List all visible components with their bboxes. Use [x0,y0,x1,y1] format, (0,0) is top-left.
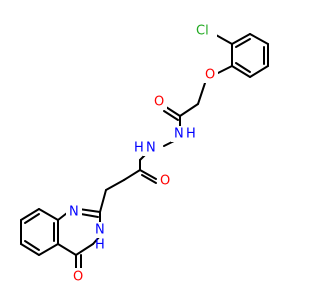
bond [75,243,94,256]
bond [231,65,251,78]
atom-background [202,67,218,83]
atom-background [143,140,159,156]
carbonyl-oxygen-3-label: O [73,270,83,285]
bonds [20,33,269,269]
ring-nh-hydrogen: H [95,238,105,253]
atom-labels: Cl O O N H N H O N N H O [66,22,218,285]
bond [235,62,251,73]
bond [249,65,269,78]
bond [179,103,199,117]
hydrazide-nh-2-hydrogen: H [134,141,144,156]
bond [20,208,40,221]
bond [231,33,251,45]
bond [139,169,157,180]
ring-nitrogen-label: N [69,205,79,220]
bond [24,213,40,224]
bond [123,169,141,181]
atom-background [92,222,108,238]
hydrazide-nh-label: N [174,127,184,142]
bond [57,212,68,221]
atom-background [151,94,167,110]
bond [38,243,59,256]
bond [215,34,233,45]
bond [105,179,125,191]
carbonyl-oxygen-1-label: O [154,95,164,110]
bond [20,243,40,256]
ring-nh-label: N [95,223,105,238]
bond [249,33,269,45]
bond [80,213,99,218]
hydrazide-nh-2-label: N [146,141,156,156]
bond [78,208,101,213]
bond [235,38,251,48]
chlorine-label: Cl [196,24,209,39]
bond [24,240,40,251]
ether-oxygen-label: O [205,68,215,83]
atom-background [171,126,187,142]
bond [57,243,77,256]
atom-background [66,204,82,220]
hydrazide-nh-hydrogen: H [186,127,196,142]
carbonyl-oxygen-2-label: O [160,174,170,189]
bond [163,110,179,121]
bond [38,208,59,221]
atom-background [157,173,173,189]
structure-svg: Cl O O N H N H O N N H O [20,22,269,285]
bond [99,189,107,213]
bond [197,82,206,105]
bond [165,106,181,117]
atom-background [70,268,86,284]
bond [141,174,157,184]
atom-background [191,22,217,40]
molecule-diagram: Cl O O N H N H O N N H O [20,22,269,285]
